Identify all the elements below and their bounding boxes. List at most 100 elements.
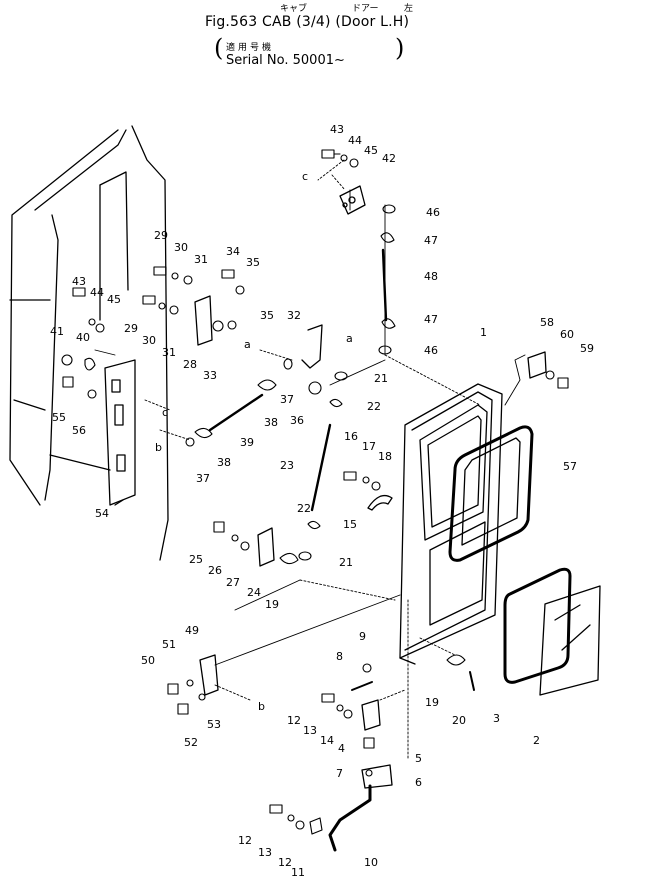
callout-14: 14 [320, 734, 334, 747]
callout-12-c: 12 [278, 856, 292, 869]
bolt-12b [269, 804, 283, 814]
callout-60: 60 [560, 328, 574, 341]
callout-45-b: 45 [107, 293, 121, 306]
bell-crank [301, 324, 323, 369]
callout-16: 16 [344, 430, 358, 443]
washer-44b [88, 318, 96, 326]
rod-39 [208, 393, 264, 432]
stay-rod [328, 784, 372, 852]
nut-35a [235, 285, 245, 295]
nut-14 [343, 709, 353, 719]
bolt-52 [177, 703, 189, 715]
bolt-59 [557, 377, 569, 389]
joint-38b [194, 427, 213, 439]
callout-17: 17 [362, 440, 376, 453]
callout-27: 27 [226, 576, 240, 589]
washer-13b [287, 814, 295, 822]
nut-45a [349, 158, 359, 168]
callout-44-b: 44 [90, 286, 104, 299]
callout-35-b: 35 [260, 309, 274, 322]
rod-48 [381, 248, 388, 322]
washer-30a [171, 272, 179, 280]
pin-37b [185, 437, 195, 447]
header-kana-left: 左 [404, 4, 414, 14]
screw-20 [469, 671, 475, 691]
nut-60 [545, 370, 555, 380]
callout-44-a: 44 [348, 134, 362, 147]
callout-41: 41 [50, 325, 64, 338]
pin-8 [351, 681, 373, 691]
callout-49: 49 [185, 624, 199, 637]
serial-number: Serial No. 50001~ [226, 53, 345, 68]
roller-46a [382, 204, 396, 214]
pin-37a [283, 358, 293, 370]
joint-47b [381, 318, 396, 329]
callout-25: 25 [189, 553, 203, 566]
callout-38-b: 38 [217, 456, 231, 469]
callout-35-a: 35 [246, 256, 260, 269]
joint-38a [257, 379, 277, 391]
lock-assembly [339, 185, 366, 215]
callout-11: 11 [291, 866, 305, 879]
washer-17 [362, 476, 370, 484]
callout-38-a: 38 [264, 416, 278, 429]
header-kana-cab: キャブ [280, 4, 308, 14]
knob-19a [279, 552, 299, 565]
serial-paren-open: ( [214, 34, 224, 62]
figure-title: Fig.563 CAB (3/4) (Door L.H) [205, 14, 410, 30]
callout-1: 1 [480, 326, 487, 339]
callout-21-a: 21 [374, 372, 388, 385]
nut-41 [61, 354, 73, 366]
callout-12-a: 12 [287, 714, 301, 727]
serial-applicable-label: 適用号機 [226, 43, 275, 53]
callout-33: 33 [203, 369, 217, 382]
spring-33 [212, 320, 224, 332]
callout-40: 40 [76, 331, 90, 344]
callout-15: 15 [343, 518, 357, 531]
window-seal [448, 425, 534, 562]
callout-9: 9 [359, 630, 366, 643]
roller-46b [378, 345, 392, 355]
washer-26 [231, 534, 239, 542]
rod-23 [310, 423, 332, 512]
callout-22-b: 22 [297, 502, 311, 515]
callout-34: 34 [226, 245, 240, 258]
nut-27 [240, 541, 250, 551]
callout-21-b: 21 [339, 556, 353, 569]
ref-letter-a-1: a [346, 332, 353, 345]
callout-29-b: 29 [124, 322, 138, 335]
joint-47a [380, 232, 395, 243]
knob-19b [446, 654, 466, 666]
bracket-4 [361, 699, 381, 731]
callout-6: 6 [415, 776, 422, 789]
nut-31a [183, 275, 193, 285]
nut-35b [227, 320, 237, 330]
bolt-25 [213, 521, 225, 533]
bolt-12a [321, 693, 335, 703]
callout-29-a: 29 [154, 229, 168, 242]
hinge-plate [104, 359, 136, 506]
callout-46-b: 46 [424, 344, 438, 357]
bolt-29b [142, 295, 156, 305]
callout-42: 42 [382, 152, 396, 165]
callout-7: 7 [336, 767, 343, 780]
bolt-50 [167, 683, 179, 695]
clip-11 [309, 817, 323, 835]
ref-letter-c-2: c [162, 406, 168, 419]
washer-13a [336, 704, 344, 712]
callout-57: 57 [563, 460, 577, 473]
bolt-34 [221, 269, 235, 279]
callout-47-a: 47 [424, 234, 438, 247]
callout-51: 51 [162, 638, 176, 651]
callout-37-a: 37 [280, 393, 294, 406]
callout-12-b: 12 [238, 834, 252, 847]
ref-letter-b-1: b [155, 441, 162, 454]
callout-20: 20 [452, 714, 466, 727]
callout-10: 10 [364, 856, 378, 869]
callout-53: 53 [207, 718, 221, 731]
callout-56: 56 [72, 424, 86, 437]
washer-53 [198, 693, 206, 701]
spring-40 [84, 357, 96, 371]
washer-56 [87, 389, 97, 399]
callout-13-a: 13 [303, 724, 317, 737]
